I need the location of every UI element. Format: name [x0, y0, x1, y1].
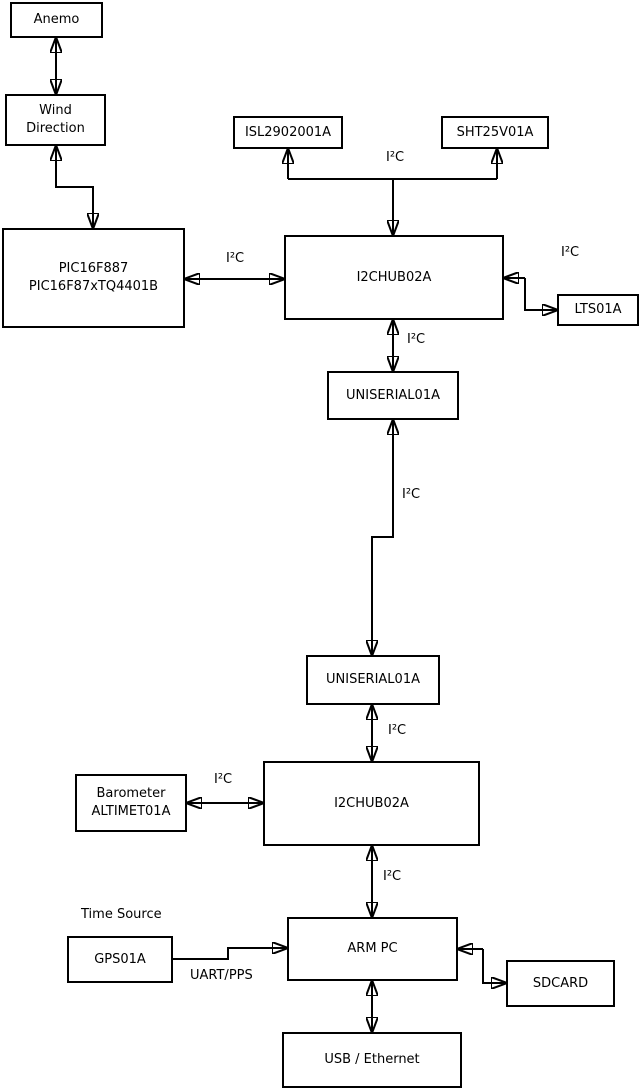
label-i2c-sensor-bus: I²C: [386, 150, 405, 165]
node-anemo: Anemo: [10, 2, 103, 38]
node-uniserial01a-top: UNISERIAL01A: [327, 371, 459, 420]
node-gps01a: GPS01A: [67, 936, 173, 983]
edge-i2chub-top-lts: [524, 278, 557, 310]
label-i2c-pic-hub: I²C: [226, 251, 245, 266]
label-i2c-hub-armpc: I²C: [383, 869, 402, 884]
node-arm-pc: ARM PC: [287, 917, 458, 981]
edge-armpc-sdcard: [482, 949, 506, 983]
node-lts01a: LTS01A: [557, 294, 639, 326]
node-wind-direction: Wind Direction: [5, 94, 106, 146]
label-i2c-hub-uniserial: I²C: [407, 332, 426, 347]
label-i2c-uniserial-hub: I²C: [388, 723, 407, 738]
node-usb-ethernet: USB / Ethernet: [282, 1032, 462, 1088]
node-i2chub02a-top: I2CHUB02A: [284, 235, 504, 320]
node-sht25v01a: SHT25V01A: [441, 116, 549, 149]
node-pic16f887: PIC16F887 PIC16F87xTQ4401B: [2, 228, 185, 328]
node-barometer-altimet01a: Barometer ALTIMET01A: [75, 774, 187, 832]
edge-winddirection-pic: [56, 146, 93, 228]
label-i2c-lts: I²C: [561, 245, 580, 260]
label-i2c-uniserial-link: I²C: [402, 487, 421, 502]
label-time-source: Time Source: [81, 907, 162, 922]
node-sdcard: SDCARD: [506, 960, 615, 1007]
node-uniserial01a-bottom: UNISERIAL01A: [306, 655, 440, 705]
label-i2c-barometer: I²C: [214, 772, 233, 787]
node-i2chub02a-bottom: I2CHUB02A: [263, 761, 480, 846]
node-isl2902001a: ISL2902001A: [233, 116, 343, 149]
edge-gps-armpc: [173, 948, 287, 960]
edge-uniserial-link: [372, 420, 393, 655]
label-uart-pps: UART/PPS: [190, 968, 253, 983]
